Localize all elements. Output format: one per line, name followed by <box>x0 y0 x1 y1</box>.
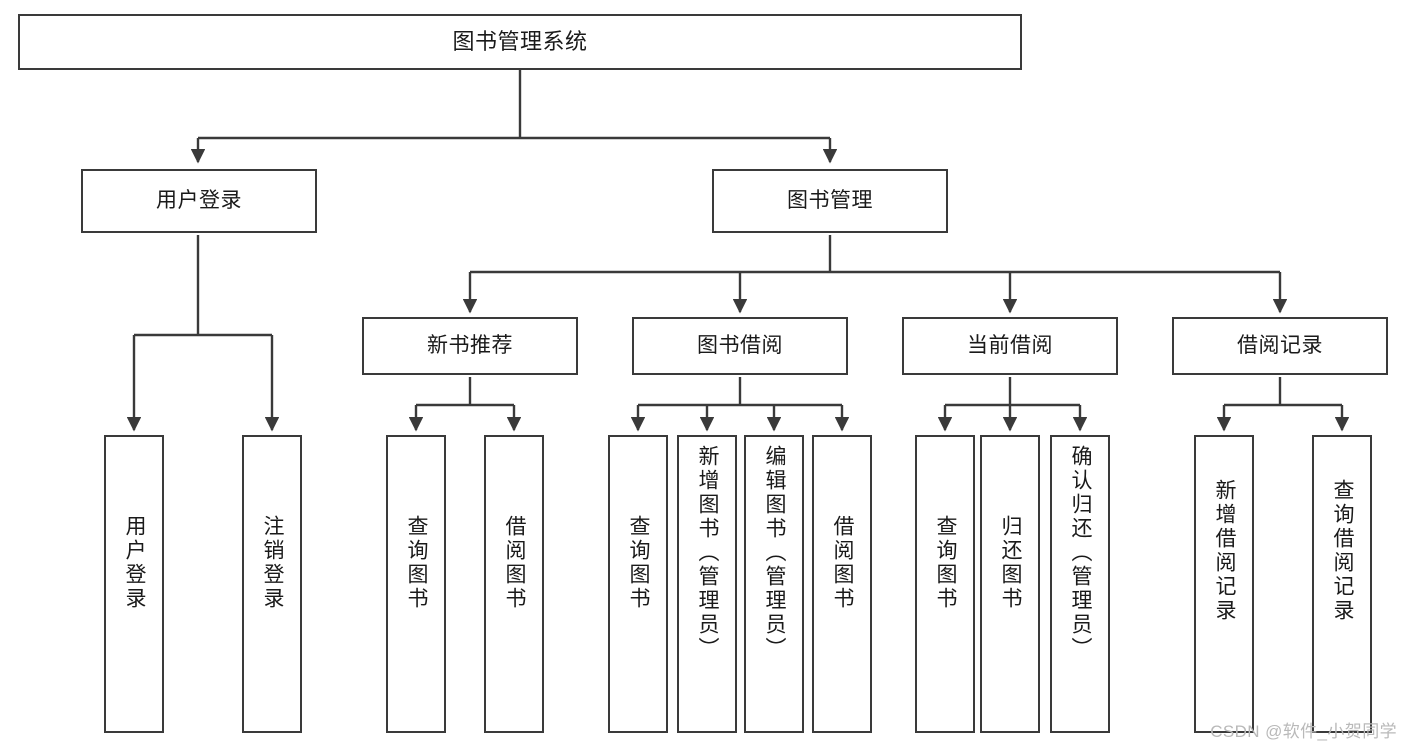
node-label: 查询图书 <box>405 515 429 611</box>
node-label: 新增图书（管理员） <box>696 445 720 661</box>
node-user-login[interactable]: 用户登录 <box>81 169 317 233</box>
leaf-user-login-logout[interactable]: 注销登录 <box>242 435 302 733</box>
leaf-borrow-edit-book-admin[interactable]: 编辑图书（管理员） <box>744 435 804 733</box>
leaf-current-return-book[interactable]: 归还图书 <box>980 435 1040 733</box>
leaf-new-book-query[interactable]: 查询图书 <box>386 435 446 733</box>
leaf-user-login-login[interactable]: 用户登录 <box>104 435 164 733</box>
node-label: 借阅记录 <box>1237 333 1323 357</box>
node-label: 新书推荐 <box>427 333 513 357</box>
leaf-record-add-record[interactable]: 新增借阅记录 <box>1194 435 1254 733</box>
node-label: 编辑图书（管理员） <box>763 445 787 661</box>
node-current-borrow[interactable]: 当前借阅 <box>902 317 1118 375</box>
node-book-management[interactable]: 图书管理 <box>712 169 948 233</box>
leaf-current-query-book[interactable]: 查询图书 <box>915 435 975 733</box>
node-label: 用户登录 <box>123 515 147 611</box>
node-label: 查询图书 <box>934 515 958 611</box>
leaf-borrow-query-book[interactable]: 查询图书 <box>608 435 668 733</box>
node-label: 归还图书 <box>999 515 1023 611</box>
node-label: 注销登录 <box>261 515 285 611</box>
node-new-book-recommend[interactable]: 新书推荐 <box>362 317 578 375</box>
node-root-system[interactable]: 图书管理系统 <box>18 14 1022 70</box>
leaf-new-book-borrow[interactable]: 借阅图书 <box>484 435 544 733</box>
leaf-current-confirm-return-admin[interactable]: 确认归还（管理员） <box>1050 435 1110 733</box>
leaf-borrow-borrow-book[interactable]: 借阅图书 <box>812 435 872 733</box>
leaf-record-query-record[interactable]: 查询借阅记录 <box>1312 435 1372 733</box>
node-book-borrow[interactable]: 图书借阅 <box>632 317 848 375</box>
node-label: 新增借阅记录 <box>1213 479 1237 623</box>
node-label: 确认归还（管理员） <box>1069 445 1093 661</box>
node-label: 查询借阅记录 <box>1331 479 1355 623</box>
node-label: 图书借阅 <box>697 333 783 357</box>
node-label: 查询图书 <box>627 515 651 611</box>
node-label: 图书管理 <box>787 188 873 212</box>
node-label: 当前借阅 <box>967 333 1053 357</box>
node-label: 用户登录 <box>156 188 242 212</box>
node-label: 借阅图书 <box>503 515 527 611</box>
node-label: 借阅图书 <box>831 515 855 611</box>
node-borrow-record[interactable]: 借阅记录 <box>1172 317 1388 375</box>
node-label: 图书管理系统 <box>452 29 588 55</box>
leaf-borrow-add-book-admin[interactable]: 新增图书（管理员） <box>677 435 737 733</box>
